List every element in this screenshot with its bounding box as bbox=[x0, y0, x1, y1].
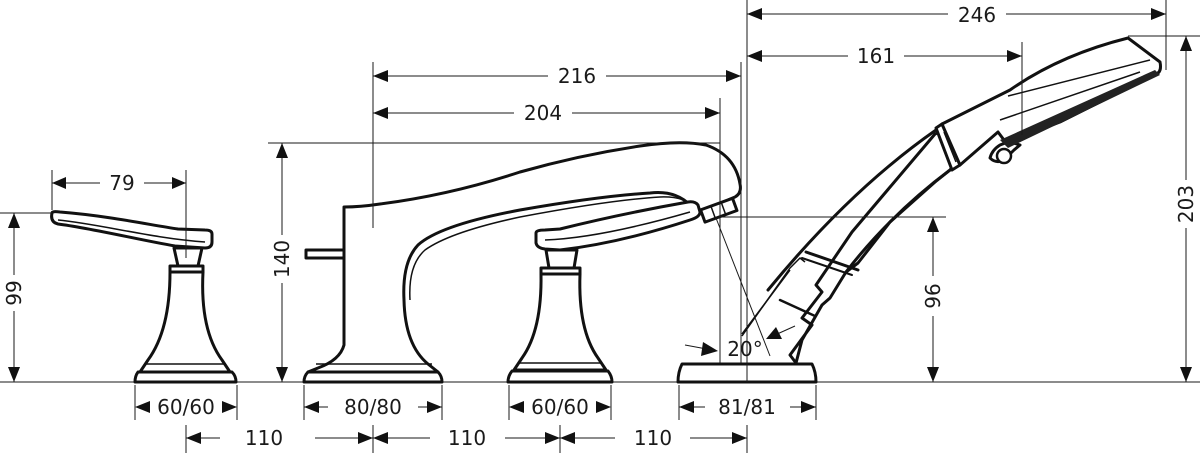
label-96: 96 bbox=[921, 283, 945, 308]
label-20-deg: 20° bbox=[727, 337, 762, 361]
label-spacing-1: 110 bbox=[245, 426, 283, 450]
label-140: 140 bbox=[270, 240, 294, 278]
label-204: 204 bbox=[524, 101, 562, 125]
dim-left-base: 60/60 bbox=[134, 385, 238, 420]
label-spacing-2: 110 bbox=[448, 426, 486, 450]
label-spout-base: 80/80 bbox=[344, 395, 402, 419]
label-left-base: 60/60 bbox=[157, 395, 215, 419]
dim-spacing-row: 110 110 110 bbox=[185, 425, 748, 453]
dim-spout-reach-inner: 204 bbox=[373, 98, 721, 382]
dim-shower-total-height: 203 bbox=[1128, 35, 1200, 382]
label-203: 203 bbox=[1174, 185, 1198, 223]
label-161: 161 bbox=[857, 44, 895, 68]
dim-shower-base: 81/81 bbox=[678, 385, 817, 420]
label-99: 99 bbox=[2, 280, 26, 305]
dim-shower-reach-inner: 161 bbox=[747, 42, 1023, 135]
hand-shower-drawing bbox=[676, 36, 1162, 384]
label-79: 79 bbox=[109, 171, 134, 195]
left-handle-drawing bbox=[50, 170, 238, 384]
dim-shower-angle: 20° bbox=[684, 217, 796, 361]
dim-shower-holder-height: 96 bbox=[720, 216, 946, 382]
dim-spout-reach-outer: 216 bbox=[373, 62, 742, 382]
label-216: 216 bbox=[558, 64, 596, 88]
dim-left-handle-reach: 79 bbox=[51, 170, 186, 210]
dim-spout-base: 80/80 bbox=[303, 385, 443, 420]
dim-left-handle-height: 99 bbox=[0, 212, 52, 382]
label-shower-base: 81/81 bbox=[718, 395, 776, 419]
dim-shower-reach-total: 246 bbox=[746, 0, 1167, 382]
label-right-base: 60/60 bbox=[531, 395, 589, 419]
label-spacing-3: 110 bbox=[634, 426, 672, 450]
right-handle-drawing bbox=[506, 200, 702, 384]
label-246: 246 bbox=[958, 3, 996, 27]
dim-right-base: 60/60 bbox=[508, 385, 612, 420]
dim-spout-height: 140 bbox=[268, 142, 720, 382]
